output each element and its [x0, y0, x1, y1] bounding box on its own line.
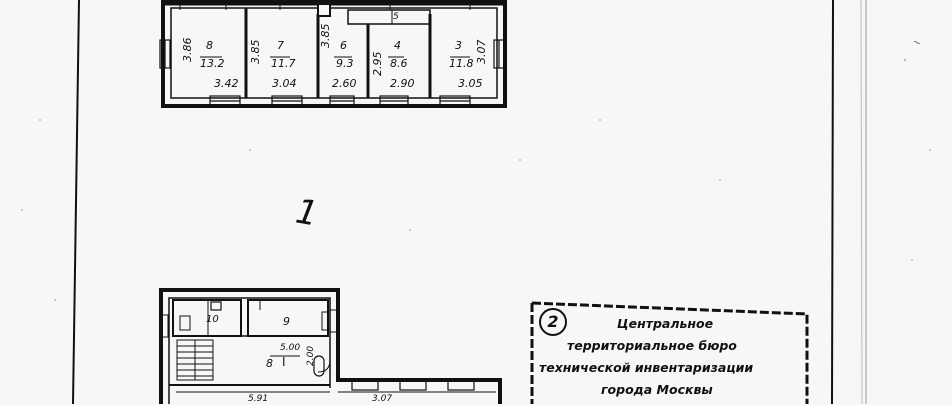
corridor-5-label: 5 — [393, 12, 399, 22]
stamp-line-4: города Москвы — [601, 382, 713, 397]
room-9-number: 9 — [283, 315, 290, 328]
stamp-line-1: Центральное — [617, 316, 714, 331]
room-6-height: 3.85 — [319, 23, 332, 49]
room-4-height: 2.95 — [371, 51, 384, 77]
room-3-height: 3.07 — [475, 39, 488, 65]
room-8-height: 3.86 — [181, 37, 194, 63]
stamp-number-badge: 2 — [539, 308, 567, 336]
stamp-line-3: технической инвентаризации — [539, 360, 754, 375]
room-8-area: 13.2 — [200, 57, 225, 70]
room-8-width: 3.42 — [214, 77, 239, 90]
room-8-number: 8 — [206, 39, 213, 52]
dim-3-07: 3.07 — [372, 394, 393, 404]
dim-5-00: 5.00 — [280, 343, 301, 353]
room-6-number: 6 — [340, 39, 347, 52]
bti-stamp: 2 Центральное территориальное бюро техни… — [529, 300, 811, 404]
room-4-area: 8.6 — [390, 57, 408, 70]
room-7-number: 7 — [277, 39, 284, 52]
room-6-area: 9.3 — [336, 57, 354, 70]
dim-2-00: 2.00 — [306, 345, 316, 366]
svg-text:~: ~ — [911, 36, 923, 49]
room-7-height: 3.85 — [249, 39, 262, 65]
room-7-width: 3.04 — [272, 77, 297, 90]
dim-5-91: 5.91 — [248, 394, 269, 404]
stamp-border — [530, 301, 809, 404]
room-3-width: 3.05 — [458, 77, 483, 90]
room-6-width: 2.60 — [332, 77, 357, 90]
stamp-line-2: территориальное бюро — [567, 338, 737, 353]
room-4-number: 4 — [394, 39, 401, 52]
room-3-number: 3 — [455, 39, 462, 52]
room-3-area: 11.8 — [449, 57, 474, 70]
room-10-number: 10 — [206, 314, 219, 325]
room-7-area: 11.7 — [271, 57, 296, 70]
room-4-width: 2.90 — [390, 77, 415, 90]
sheet-mark: 1 — [292, 191, 321, 235]
roman-numeral-label: I — [282, 355, 286, 369]
room-8-lower-label: 8 — [266, 357, 273, 370]
